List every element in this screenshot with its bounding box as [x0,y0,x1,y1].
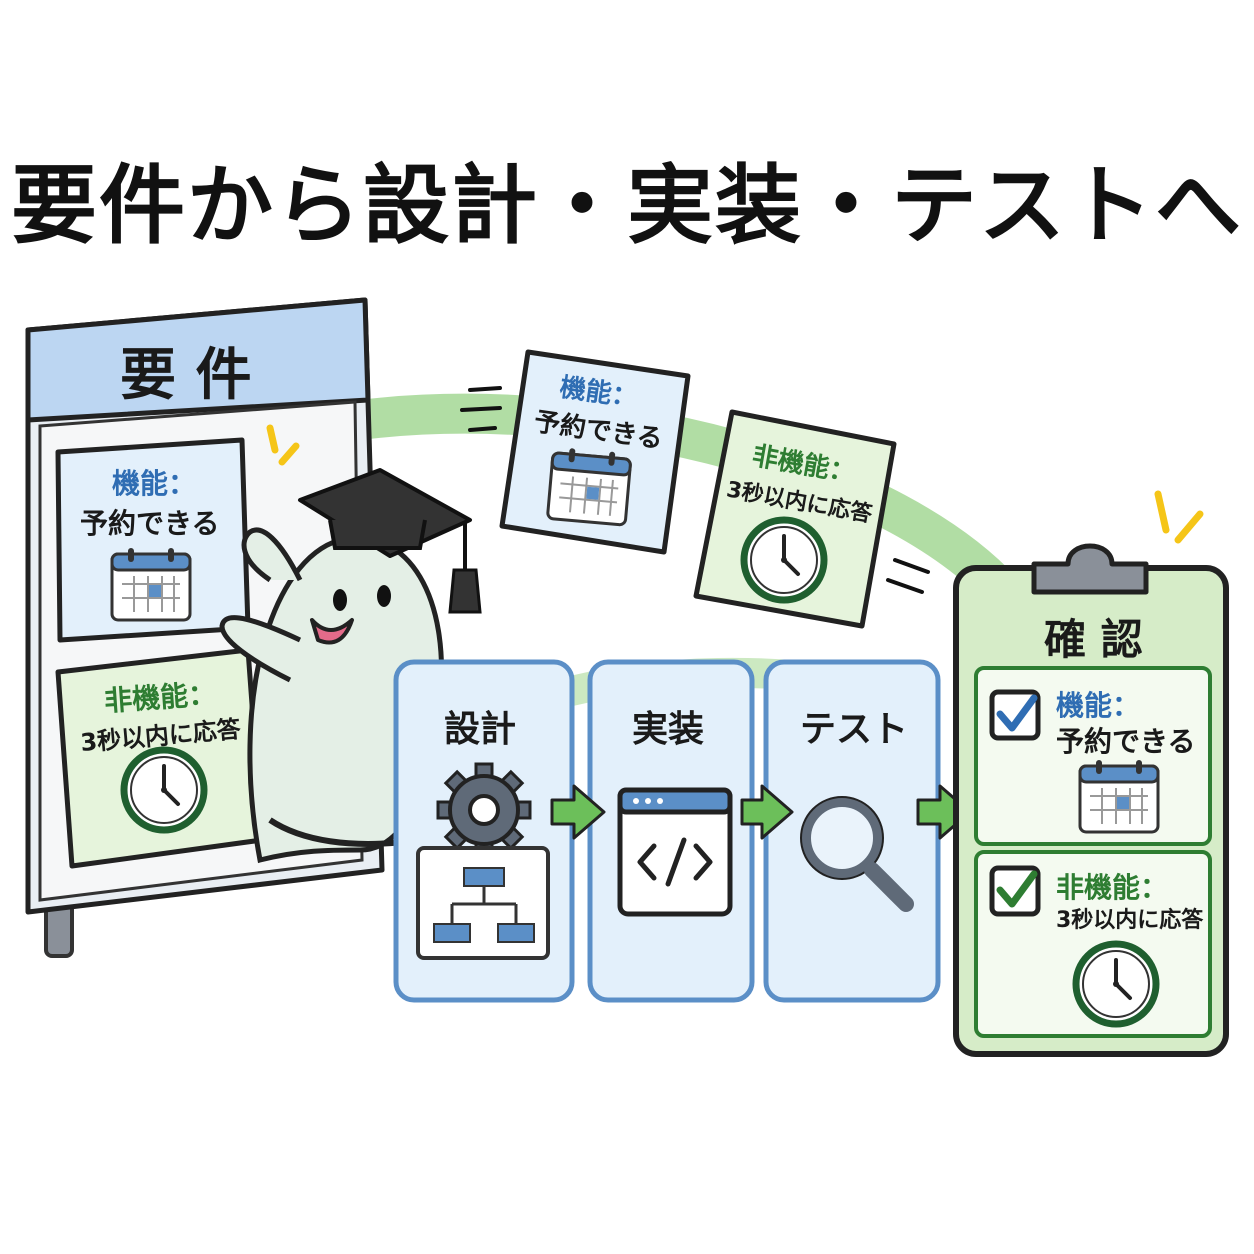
step-implement-label: 実装 [632,709,705,750]
confirm-functional-text: 予約できる [1056,725,1196,758]
gear-icon [436,762,532,858]
step-test-label: テスト [800,709,909,750]
requirements-header: 要 件 [120,343,252,408]
page-title: 要件から設計・実装・テストへ [11,156,1243,256]
confirm-nonfunctional-text: 3秒以内に応答 [1056,908,1204,933]
confirmation-header: 確 認 [1044,615,1143,664]
confirm-functional-label: 機能： [1056,689,1141,722]
confirm-nonfunctional-label: 非機能： [1056,871,1169,904]
req-functional-text: 予約できる [80,507,220,540]
req-functional-label: 機能： [112,467,197,500]
step-design-label: 設計 [444,709,517,750]
